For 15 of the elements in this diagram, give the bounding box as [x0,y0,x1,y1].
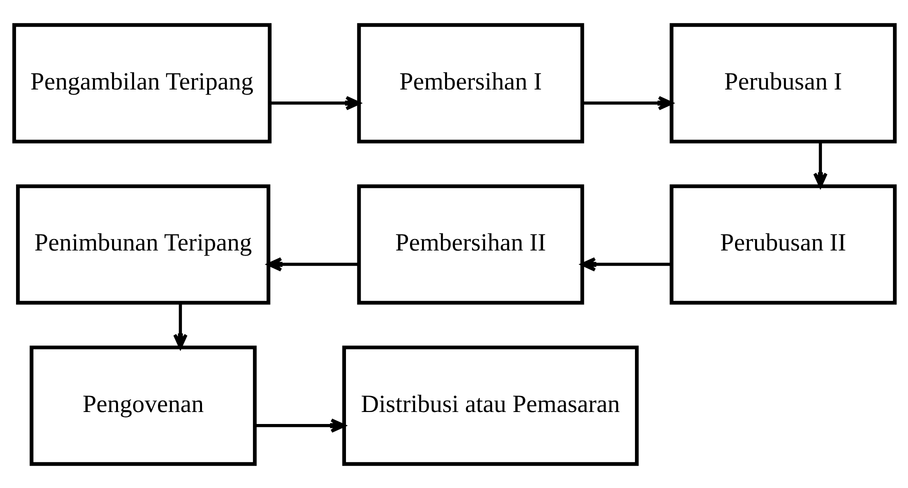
arrow [269,95,360,110]
node-box: Perubusan I [669,22,896,143]
node-box: Penimbunan Teripang [16,184,270,304]
node-box: Pengovenan [29,345,256,466]
arrow [580,256,671,271]
arrow [582,95,673,110]
node-box: Distribusi atau Pemasaran [342,345,638,466]
arrow [812,141,828,188]
arrow [266,256,358,271]
node-box: Pengambilan Teripang [12,22,272,143]
node-box: Perubusan II [669,184,896,304]
node-box: Pembersihan I [356,22,584,143]
arrow [172,302,188,348]
node-box: Pembersihan II [356,184,584,304]
arrow [254,418,346,432]
